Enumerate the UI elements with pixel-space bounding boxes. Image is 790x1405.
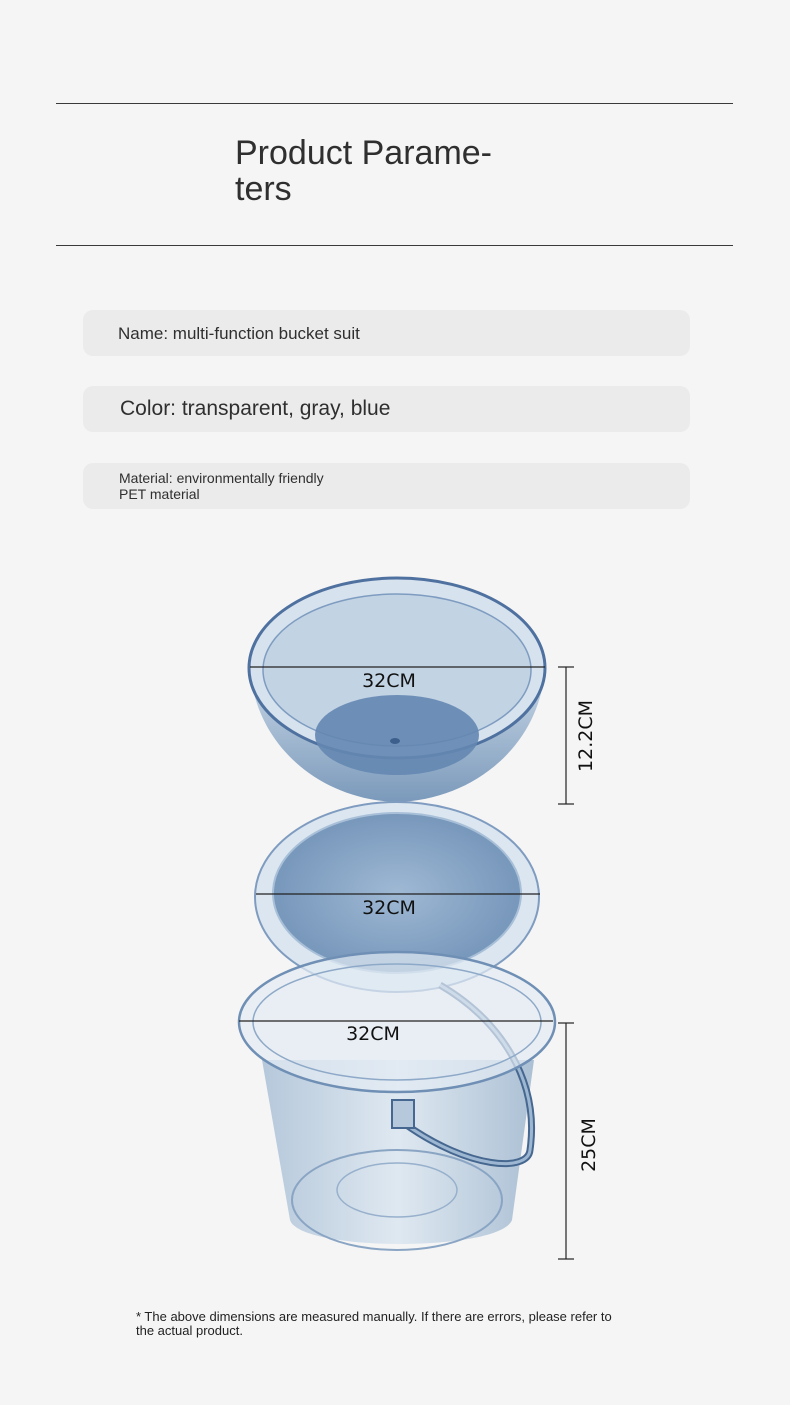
param-color-text: Color: transparent, gray, blue [120, 397, 391, 420]
bucket-diameter-label: 32CM [346, 1023, 400, 1045]
page-title: Product Parame- ters [235, 134, 492, 208]
top-divider [56, 103, 733, 104]
lid: 32CM [254, 801, 540, 993]
param-material-text: Material: environmentally friendly PET m… [119, 470, 324, 502]
param-material-row: Material: environmentally friendly PET m… [83, 463, 690, 509]
param-name-row: Name: multi-function bucket suit [83, 310, 690, 356]
bucket-height-label: 25CM [578, 1118, 600, 1172]
bucket: 32CM 25CM [237, 950, 600, 1260]
basin-height-label: 12.2CM [575, 700, 597, 772]
param-name-text: Name: multi-function bucket suit [118, 324, 360, 343]
dimension-footnote: * The above dimensions are measured manu… [136, 1309, 612, 1338]
basin: 32CM 12.2CM [247, 576, 597, 805]
basin-diameter-label: 32CM [362, 670, 416, 692]
lid-diameter-label: 32CM [362, 897, 416, 919]
product-dimension-illustration: 32CM 12.2CM 32CM 32CM [237, 576, 600, 1260]
title-divider [56, 245, 733, 246]
param-color-row: Color: transparent, gray, blue [83, 386, 690, 432]
